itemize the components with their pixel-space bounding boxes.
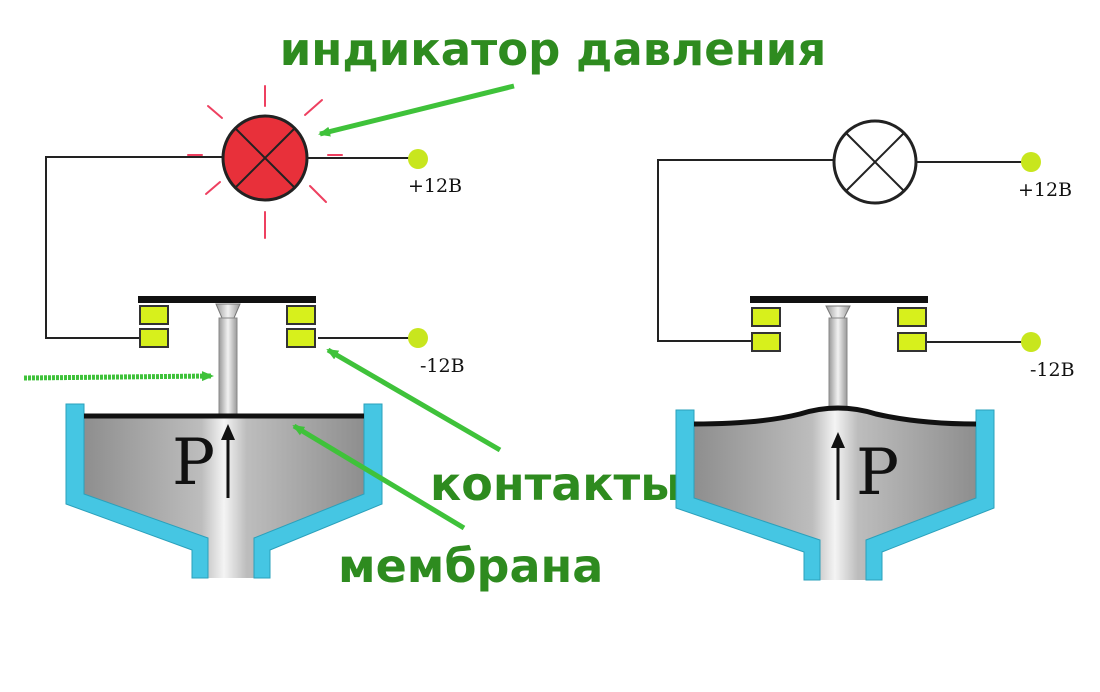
arrow-to-contacts: [326, 347, 502, 453]
annotation-arrows: [23, 83, 515, 531]
voltage-plus-label: +12В: [408, 175, 462, 197]
chamber-wall-left: [675, 409, 821, 581]
arrow-to-membrane: [292, 423, 466, 531]
chamber-wall-right: [253, 403, 383, 579]
contact-block: [139, 328, 169, 348]
chamber-fluid: [694, 408, 976, 580]
contact-block: [751, 332, 781, 352]
membrane-bulged: [693, 405, 977, 427]
chamber-fluid: [84, 414, 364, 578]
label-pressure-indicator: индикатор давления: [280, 23, 826, 76]
voltage-minus-label: -12В: [420, 355, 465, 377]
label-membrane: мембрана: [338, 539, 603, 593]
label-contacts: контакты: [430, 457, 682, 511]
voltage-minus-label: -12В: [1030, 359, 1075, 381]
left-circuit: +12В -12В P: [45, 85, 465, 579]
contact-bridge: [750, 296, 928, 303]
left-wire-loop: [45, 156, 224, 339]
lamp-rays: [187, 85, 343, 239]
contact-block: [897, 307, 927, 327]
plunger-head: [825, 305, 851, 319]
right-wire-loop: [657, 159, 834, 342]
contact-block: [286, 305, 316, 325]
terminal-minus: [1021, 332, 1041, 352]
contact-block: [286, 328, 316, 348]
terminal-plus: [1021, 152, 1041, 172]
contact-block: [897, 332, 927, 352]
voltage-plus-label: +12В: [1018, 179, 1072, 201]
right-circuit: +12В -12В P: [657, 119, 1075, 581]
terminal-plus: [408, 149, 428, 169]
arrow-to-rod: [23, 371, 214, 382]
pressure-symbol: P: [172, 426, 215, 500]
contact-block: [751, 307, 781, 327]
plunger-rod: [218, 317, 238, 417]
chamber-wall-left: [65, 403, 209, 579]
plunger-rod: [828, 317, 848, 411]
plunger-head: [215, 303, 241, 319]
terminal-minus: [408, 328, 428, 348]
contact-bridge: [138, 296, 316, 303]
chamber-wall-right: [865, 409, 995, 581]
contact-block: [139, 305, 169, 325]
pressure-symbol: P: [856, 436, 899, 510]
arrow-to-lamp: [318, 83, 515, 137]
